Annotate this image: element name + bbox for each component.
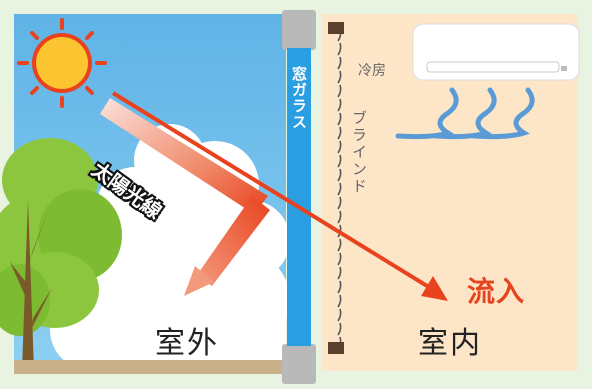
sun-ray-transmitted bbox=[111, 91, 434, 291]
cool-air-icon bbox=[395, 87, 535, 140]
window-glass-label: 窓ガラス bbox=[290, 66, 308, 130]
transmitted-arrowhead bbox=[421, 276, 448, 301]
window-frame-bottom bbox=[282, 344, 316, 384]
inflow-label: 流入 bbox=[467, 275, 526, 308]
cloud-icon bbox=[50, 124, 290, 372]
window-glass bbox=[287, 48, 311, 346]
window-frame-top bbox=[282, 10, 316, 50]
blind-icon bbox=[330, 34, 342, 342]
blind-head-rail bbox=[328, 22, 344, 34]
sun-ray-incoming bbox=[100, 98, 268, 214]
tree-icon bbox=[0, 138, 122, 371]
blind-bottom-rail bbox=[328, 342, 344, 354]
air-conditioner-label: 冷房 bbox=[358, 63, 386, 79]
ground bbox=[14, 360, 286, 374]
inside-label: 室内 bbox=[418, 326, 482, 361]
outside-label: 室外 bbox=[155, 326, 219, 361]
sun-icon bbox=[17, 18, 107, 108]
reflected-arrowhead bbox=[184, 266, 214, 296]
air-conditioner-icon bbox=[412, 23, 580, 81]
blind-label: ブラインド bbox=[350, 110, 368, 195]
sun-ray-reflected bbox=[197, 196, 270, 286]
